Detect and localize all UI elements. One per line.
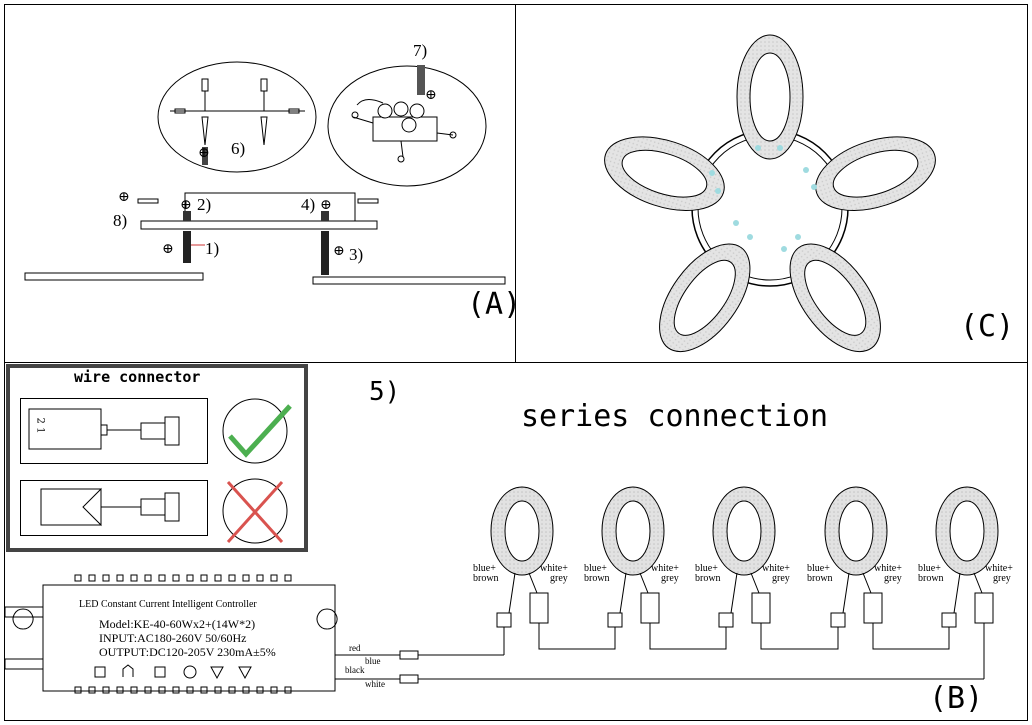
controller-output: OUTPUT:DC120-205V 230mA±5%: [99, 645, 276, 659]
x-mark-icon: [222, 478, 288, 544]
svg-text:⊕: ⊕: [162, 242, 174, 257]
ring-4-label-brown: brown: [807, 573, 833, 584]
ring-2-label-brown: brown: [584, 573, 610, 584]
panel-b-label: (B): [929, 681, 984, 716]
step-label-2: 2): [197, 195, 212, 214]
ring-2-label-white: white+: [651, 563, 679, 574]
ring-1: [490, 486, 554, 655]
svg-text:⊕: ⊕: [118, 190, 130, 205]
svg-text:⊕: ⊕: [320, 198, 332, 213]
panel-a-label: (A): [467, 287, 522, 322]
wire-label-red: red: [349, 643, 361, 653]
lamp-frame-right: [312, 276, 506, 285]
ring-5-label-brown: brown: [918, 573, 944, 584]
ring-3-label-blue: blue+: [695, 563, 718, 574]
step-label-7: 7): [413, 41, 428, 60]
wire-label-black: black: [345, 665, 365, 675]
step-label-1: 1): [205, 239, 220, 258]
controller-name: LED Constant Current Intelligent Control…: [79, 599, 257, 610]
driver-controller: [42, 584, 336, 692]
step-label-8: 8): [113, 211, 128, 230]
connector-correct-box: [20, 398, 208, 464]
controller-model: Model:KE-40-60Wx2+(14W*2): [99, 617, 256, 631]
connector-incorrect-box: [20, 480, 208, 536]
ceiling-mount-diagram: ⊕ ⊕ ⊕ ⊕ ⊕ ⊕ ⊕: [24, 61, 506, 285]
step-label-6: 6): [231, 139, 246, 158]
petal-bottom-right: [789, 243, 881, 353]
petal-right: [815, 136, 936, 211]
petal-bottom-left: [659, 243, 751, 353]
svg-text:⊕: ⊕: [425, 88, 437, 103]
lamp-top-view: [604, 34, 936, 353]
detail-bubble-6: [157, 61, 317, 173]
ring-5-label-grey: grey: [993, 573, 1011, 584]
ring-3-label-white: white+: [762, 563, 790, 574]
detail-bubble-7: [327, 65, 487, 187]
step-label-4: 4): [301, 195, 316, 214]
ring-4-label-grey: grey: [884, 573, 902, 584]
panel-b: wire connector 2 1: [4, 362, 1028, 721]
check-mark-icon: [222, 398, 292, 464]
ring-4-label-blue: blue+: [807, 563, 830, 574]
ring-3: [712, 486, 776, 635]
wire-label-blue: blue: [365, 656, 381, 666]
svg-text:⊕: ⊕: [180, 198, 192, 213]
ring-2: [601, 486, 665, 635]
ring-1-label-grey: grey: [550, 573, 568, 584]
panel-c: (C): [515, 4, 1028, 363]
step-label-3: 3): [349, 245, 364, 264]
petal-left: [604, 136, 725, 211]
ring-4: [824, 486, 888, 635]
petal-top: [736, 34, 804, 160]
ring-2-label-grey: grey: [661, 573, 679, 584]
ring-1-label-blue: blue+: [473, 563, 496, 574]
ring-3-label-brown: brown: [695, 573, 721, 584]
svg-text:⊕: ⊕: [333, 244, 345, 259]
ceiling-plate: [140, 220, 378, 230]
step-label-5: 5): [369, 377, 401, 407]
panel-a: ⊕ ⊕ ⊕ ⊕ ⊕ ⊕ ⊕ 7) 6) 2) 4) 8) 1) 3) (A): [4, 4, 521, 363]
ring-4-label-white: white+: [874, 563, 902, 574]
wire-connector-title: wire connector: [74, 368, 201, 386]
ring-5: [935, 486, 999, 679]
lamp-frame-left: [24, 272, 204, 281]
ring-1-label-white: white+: [540, 563, 568, 574]
wire-connector-inset: wire connector 2 1: [6, 364, 308, 552]
series-wiring-diagram: [5, 486, 999, 694]
ring-3-label-grey: grey: [772, 573, 790, 584]
wire-label-white: white: [365, 679, 385, 689]
ring-5-label-blue: blue+: [918, 563, 941, 574]
ring-5-label-white: white+: [985, 563, 1013, 574]
series-connection-title: series connection: [521, 399, 829, 434]
svg-text:⊕: ⊕: [198, 146, 210, 161]
panel-c-label: (C): [960, 309, 1015, 344]
controller-input: INPUT:AC180-260V 50/60Hz: [99, 631, 247, 645]
ring-2-label-blue: blue+: [584, 563, 607, 574]
ring-1-label-brown: brown: [473, 573, 499, 584]
